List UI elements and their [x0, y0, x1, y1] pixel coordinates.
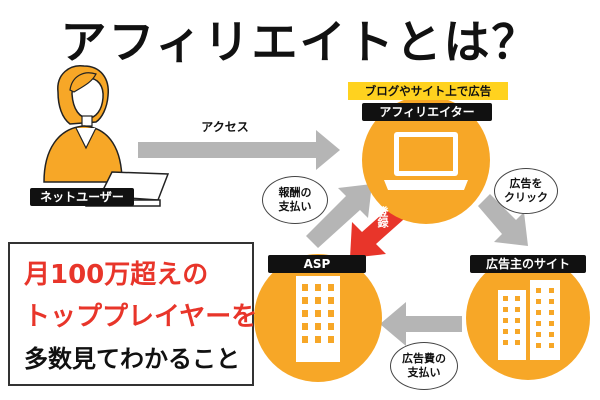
asp-label: ASP — [268, 255, 366, 273]
ad-fee-label-line1: 広告費の — [402, 352, 446, 365]
promo-line-2: トッププレイヤーを — [24, 302, 258, 332]
reward-label-line2: 支払い — [278, 200, 312, 213]
ad-fee-bubble: 広告費の 支払い — [390, 342, 458, 390]
affiliator-label: アフィリエイター — [362, 103, 492, 121]
building-icon — [296, 276, 340, 362]
asp-node — [254, 254, 382, 382]
ad-fee-arrow — [380, 302, 462, 346]
register-label: 登録 — [376, 206, 389, 228]
laptop-icon — [384, 132, 468, 190]
advertiser-label: 広告主のサイト — [470, 255, 586, 273]
person-icon — [43, 65, 170, 207]
reward-arrow — [306, 184, 372, 248]
access-label: アクセス — [201, 120, 249, 134]
click-bubble: 広告を クリック — [494, 168, 558, 214]
click-label-line2: クリック — [504, 191, 548, 204]
access-arrow — [138, 130, 340, 170]
click-label-line1: 広告を — [509, 177, 543, 190]
reward-label-line1: 報酬の — [278, 186, 312, 199]
affiliator-node — [362, 96, 490, 224]
ad-fee-label-line2: 支払い — [407, 366, 441, 379]
click-arrow — [478, 194, 528, 246]
reward-bubble: 報酬の 支払い — [262, 176, 328, 224]
user-label: ネットユーザー — [30, 188, 134, 206]
promo-line-3: 多数見てわかること — [24, 345, 240, 373]
promo-box: 月100万超えの トッププレイヤーを 多数見てわかること — [8, 242, 258, 386]
affiliator-subtitle-tag: ブログやサイト上で広告 — [348, 82, 508, 100]
advertiser-node — [466, 256, 590, 380]
office-buildings-icon — [498, 280, 560, 360]
promo-line-1: 月100万超えの — [24, 260, 209, 290]
page-title: アフィリエイトとは？ — [60, 15, 540, 69]
